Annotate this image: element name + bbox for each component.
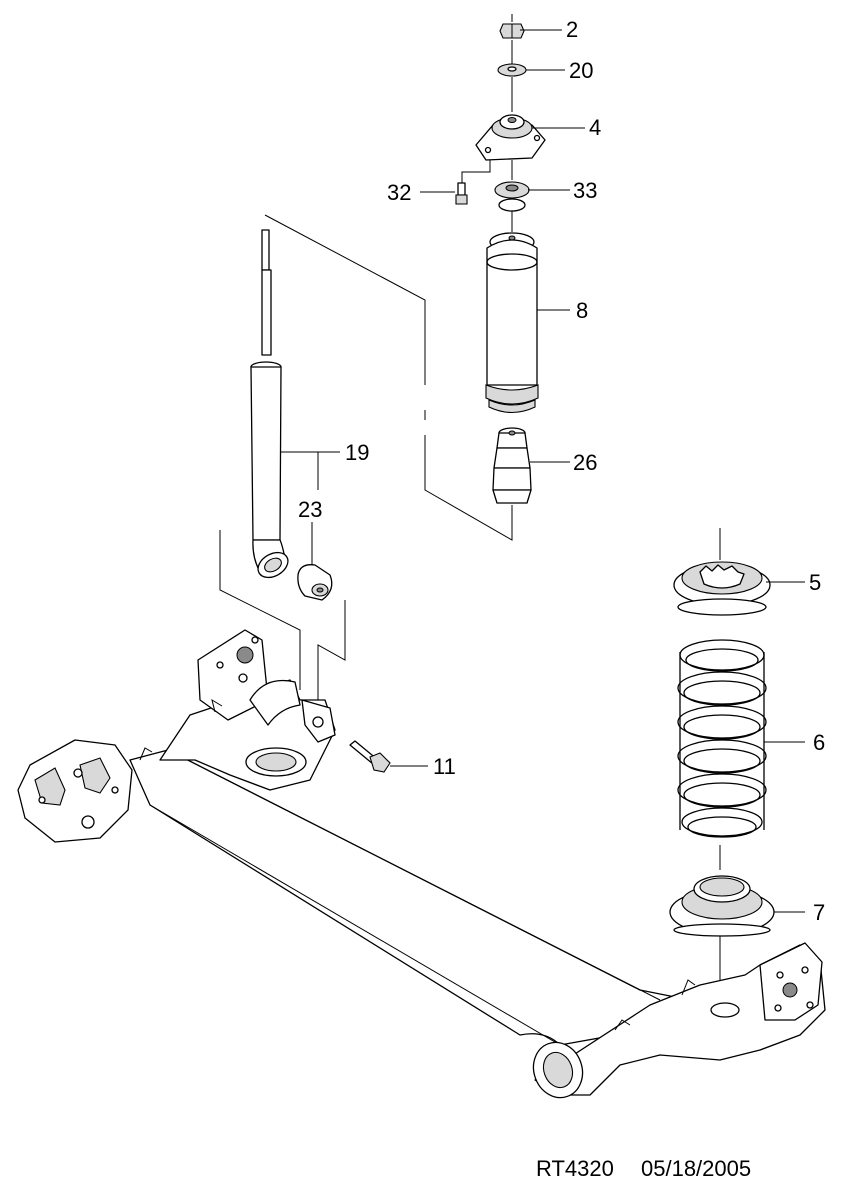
callout-11: 11	[433, 754, 456, 779]
part-8-dust-boot	[485, 232, 539, 414]
part-26-bump-stop	[492, 427, 532, 504]
callout-2: 2	[566, 17, 578, 42]
drawing-date: 05/18/2005	[641, 1156, 751, 1181]
part-11-bolt	[349, 740, 391, 773]
rear-axle-beam	[17, 629, 826, 1099]
part-6-coil-spring	[677, 639, 767, 838]
part-5-upper-spring-seat	[673, 561, 771, 616]
callout-6: 6	[813, 730, 825, 755]
callout-33: 33	[573, 178, 597, 203]
callout-19: 19	[345, 440, 369, 465]
part-33-bushing	[494, 181, 530, 212]
part-32-bolt	[455, 182, 468, 205]
part-2-nut	[499, 14, 525, 39]
callout-5: 5	[809, 570, 821, 595]
part-19-shock-absorber	[250, 229, 289, 579]
callout-4: 4	[589, 115, 601, 140]
assembly-guide-lines	[219, 40, 721, 1010]
part-20-washer	[497, 63, 527, 77]
part-7-lower-spring-seat	[669, 875, 775, 937]
callout-7: 7	[813, 900, 825, 925]
part-23-bushing	[297, 564, 333, 601]
part-4-strut-mount	[475, 114, 546, 161]
callout-labels: 2 20 4 32 33 8 19 23 26 5 6 11 7	[298, 17, 825, 925]
callout-20: 20	[569, 58, 593, 83]
callout-26: 26	[573, 450, 597, 475]
drawing-code: RT4320	[536, 1156, 614, 1181]
footer: RT4320 05/18/2005	[536, 1156, 751, 1181]
callout-23: 23	[298, 497, 322, 522]
leader-lines	[281, 29, 805, 913]
callout-8: 8	[576, 298, 588, 323]
callout-32: 32	[387, 180, 411, 205]
